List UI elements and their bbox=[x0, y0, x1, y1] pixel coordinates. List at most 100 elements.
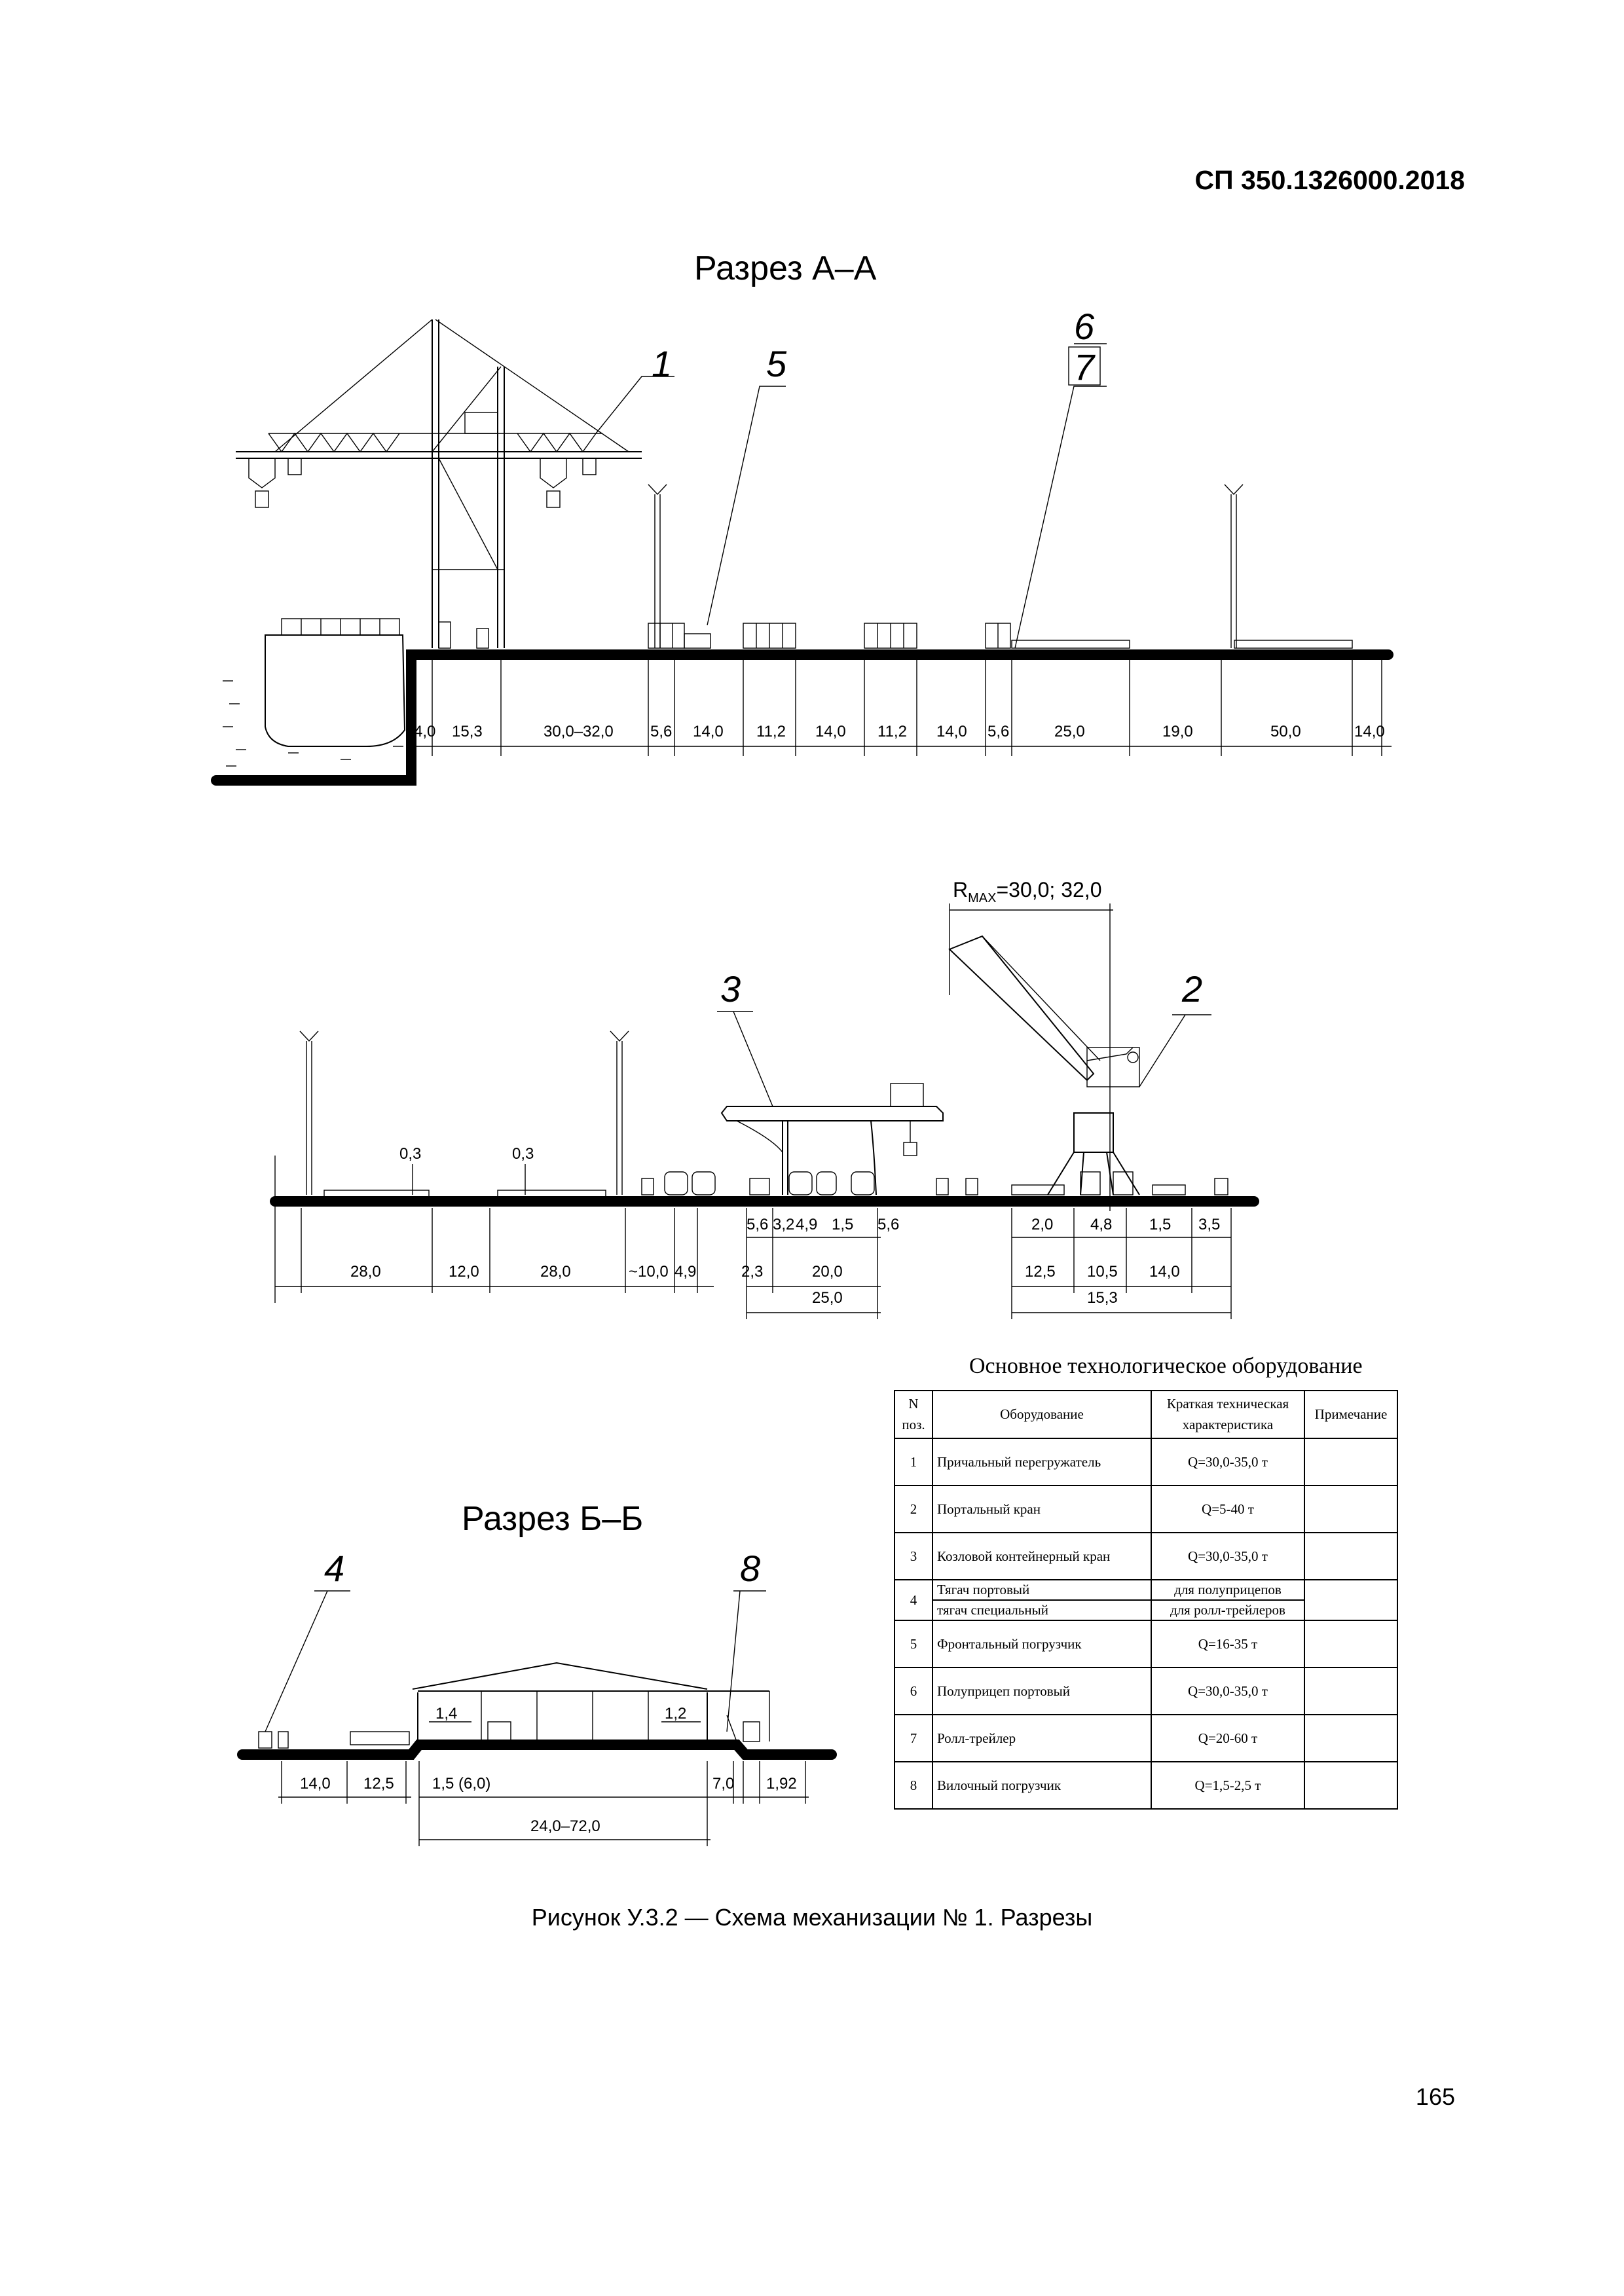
table-row: 1 Причальный перегружатель Q=30,0-35,0 т bbox=[894, 1438, 1398, 1486]
row-note bbox=[1304, 1579, 1398, 1621]
row-num: 4 bbox=[894, 1579, 933, 1621]
row-equipment: Полуприцеп портовый bbox=[932, 1667, 1152, 1715]
mid-row2-dim-1: 12,0 bbox=[449, 1263, 479, 1281]
row-characteristics: Q=5-40 т bbox=[1151, 1485, 1305, 1533]
page-number: 165 bbox=[1415, 2083, 1455, 2110]
bb-dim-0: 1,4 bbox=[435, 1705, 457, 1722]
table-header-row: N поз. Оборудование Краткая техническая … bbox=[894, 1390, 1398, 1439]
row-equipment: Ролл-трейлер bbox=[932, 1714, 1152, 1762]
row-note bbox=[1304, 1667, 1398, 1715]
ship-to-shore-crane bbox=[236, 319, 642, 649]
row-num: 7 bbox=[894, 1714, 933, 1762]
callout-7: 7 bbox=[1074, 346, 1096, 388]
mid-row3-dim-1: 15,3 bbox=[1087, 1289, 1118, 1307]
light-masts-aa bbox=[648, 484, 1244, 648]
callout-8: 8 bbox=[740, 1548, 760, 1589]
bb-dim-6: 1,92 bbox=[766, 1775, 797, 1793]
table-row: 3 Козловой контейнерный кран Q=30,0-35,0… bbox=[894, 1532, 1398, 1580]
row-characteristics: для ролл-трейлеров bbox=[1151, 1599, 1305, 1621]
row-equipment: Причальный перегружатель bbox=[932, 1438, 1152, 1486]
row-equipment: Портальный кран bbox=[932, 1485, 1152, 1533]
container-stacks-aa bbox=[648, 623, 1353, 649]
callouts-aa-leaders bbox=[595, 343, 1107, 649]
section-aa-drawing: 1 5 6 7 4,0 15,3 30,0–32,0 5,6 14,0 11,2… bbox=[211, 306, 1393, 786]
mid-row2-dim-8: 10,5 bbox=[1087, 1263, 1118, 1281]
callout-6: 6 bbox=[1074, 306, 1095, 347]
row-characteristics: Q=20-60 т bbox=[1151, 1714, 1305, 1762]
aa-dim-11: 19,0 bbox=[1162, 723, 1193, 740]
row-equipment: тягач специальный bbox=[932, 1599, 1152, 1621]
table-row: 2 Портальный кран Q=5-40 т bbox=[894, 1485, 1398, 1533]
rmax-label: RMAX=30,0; 32,0 bbox=[953, 878, 1101, 905]
document-code: СП 350.1326000.2018 bbox=[1194, 165, 1465, 195]
row-num: 5 bbox=[894, 1620, 933, 1668]
mid-row1-dim-1: 3,2 bbox=[773, 1216, 794, 1233]
row-note bbox=[1304, 1620, 1398, 1668]
bb-dim-5: 7,0 bbox=[712, 1775, 734, 1793]
callout-1: 1 bbox=[652, 343, 672, 384]
bb-dim-7: 24,0–72,0 bbox=[530, 1817, 600, 1835]
mid-row1-dim-7: 1,5 bbox=[1149, 1216, 1171, 1233]
bb-dim-4: 1,5 (6,0) bbox=[432, 1775, 490, 1793]
header-equipment: Оборудование bbox=[932, 1390, 1152, 1439]
callout-4: 4 bbox=[324, 1548, 344, 1589]
mid-row2-dim-6: 20,0 bbox=[812, 1263, 843, 1281]
row-num: 6 bbox=[894, 1667, 933, 1715]
row-equipment: Вилочный погрузчик bbox=[932, 1761, 1152, 1810]
aa-dim-2: 30,0–32,0 bbox=[544, 723, 614, 740]
mid-row2-dim-2: 28,0 bbox=[540, 1263, 571, 1281]
section-bb-drawing: 1,4 1,2 4 8 14,0 12,5 1,5 (6,0) 7,0 1,92… bbox=[237, 1548, 837, 1846]
section-bb-title: Разрез Б–Б bbox=[462, 1500, 644, 1538]
header-note: Примечание bbox=[1304, 1390, 1398, 1439]
row-characteristics: Q=1,5-2,5 т bbox=[1151, 1761, 1305, 1810]
bb-ground-line bbox=[237, 1740, 837, 1760]
gantry-crane-mid bbox=[720, 1083, 944, 1195]
callout-5: 5 bbox=[766, 343, 787, 384]
mid-row2-dim-5: 2,3 bbox=[741, 1263, 763, 1281]
mid-row2-dim-7: 12,5 bbox=[1025, 1263, 1056, 1281]
bb-dim-1: 1,2 bbox=[665, 1705, 686, 1722]
figure-caption: Рисунок У.3.2 — Схема механизации № 1. Р… bbox=[531, 1904, 1093, 1931]
row-characteristics: для полуприцепов bbox=[1151, 1579, 1305, 1601]
row-num: 3 bbox=[894, 1532, 933, 1580]
table-row: 7 Ролл-трейлер Q=20-60 т bbox=[894, 1714, 1398, 1762]
mid-row1-dim-6: 4,8 bbox=[1090, 1216, 1112, 1233]
aa-dim-1: 15,3 bbox=[452, 723, 483, 740]
aa-dim-6: 14,0 bbox=[815, 723, 846, 740]
table-row: тягач специальный для ролл-трейлеров bbox=[895, 1599, 1397, 1621]
row-equipment: Тягач портовый bbox=[932, 1579, 1152, 1601]
mid-top-dim-1: 0,3 bbox=[512, 1145, 534, 1163]
row-characteristics: Q=30,0-35,0 т bbox=[1151, 1667, 1305, 1715]
row-note bbox=[1304, 1714, 1398, 1762]
mid-top-dim-0: 0,3 bbox=[399, 1145, 421, 1163]
callouts-bb-leaders bbox=[265, 1590, 766, 1732]
row-num: 2 bbox=[894, 1485, 933, 1533]
bb-dim-ticks bbox=[281, 1761, 806, 1846]
row-note bbox=[1304, 1438, 1398, 1486]
aa-dim-3: 5,6 bbox=[650, 723, 672, 740]
light-masts-mid bbox=[299, 1030, 629, 1195]
section-middle-drawing: RMAX=30,0; 32,0 3 2 0,3 0,3 5,6 bbox=[270, 878, 1259, 1319]
row-note bbox=[1304, 1532, 1398, 1580]
row-note bbox=[1304, 1761, 1398, 1810]
row-num: 8 bbox=[894, 1761, 933, 1810]
low-cargo-mid bbox=[323, 1171, 1228, 1197]
row-equipment: Фронтальный погрузчик bbox=[932, 1620, 1152, 1668]
row-characteristics: Q=30,0-35,0 т bbox=[1151, 1438, 1305, 1486]
row-num: 1 bbox=[894, 1438, 933, 1486]
aa-dim-7: 11,2 bbox=[877, 723, 907, 740]
row-note bbox=[1304, 1485, 1398, 1533]
equipment-table: N поз. Оборудование Краткая техническая … bbox=[894, 1390, 1398, 1810]
mid-dim-ticks bbox=[301, 1208, 1232, 1319]
header-num: N поз. bbox=[894, 1390, 933, 1439]
aa-dim-13: 14,0 bbox=[1354, 723, 1385, 740]
aa-dim-0: 4,0 bbox=[414, 723, 435, 740]
aa-dimension-ticks bbox=[411, 655, 1382, 756]
mid-row1-dim-8: 3,5 bbox=[1198, 1216, 1220, 1233]
table-row: 6 Полуприцеп портовый Q=30,0-35,0 т bbox=[894, 1667, 1398, 1715]
mid-row1-dim-4: 5,6 bbox=[877, 1216, 899, 1233]
mid-row1-dim-3: 1,5 bbox=[832, 1216, 853, 1233]
mid-row2-dim-0: 28,0 bbox=[350, 1263, 381, 1281]
row-characteristics: Q=30,0-35,0 т bbox=[1151, 1532, 1305, 1580]
